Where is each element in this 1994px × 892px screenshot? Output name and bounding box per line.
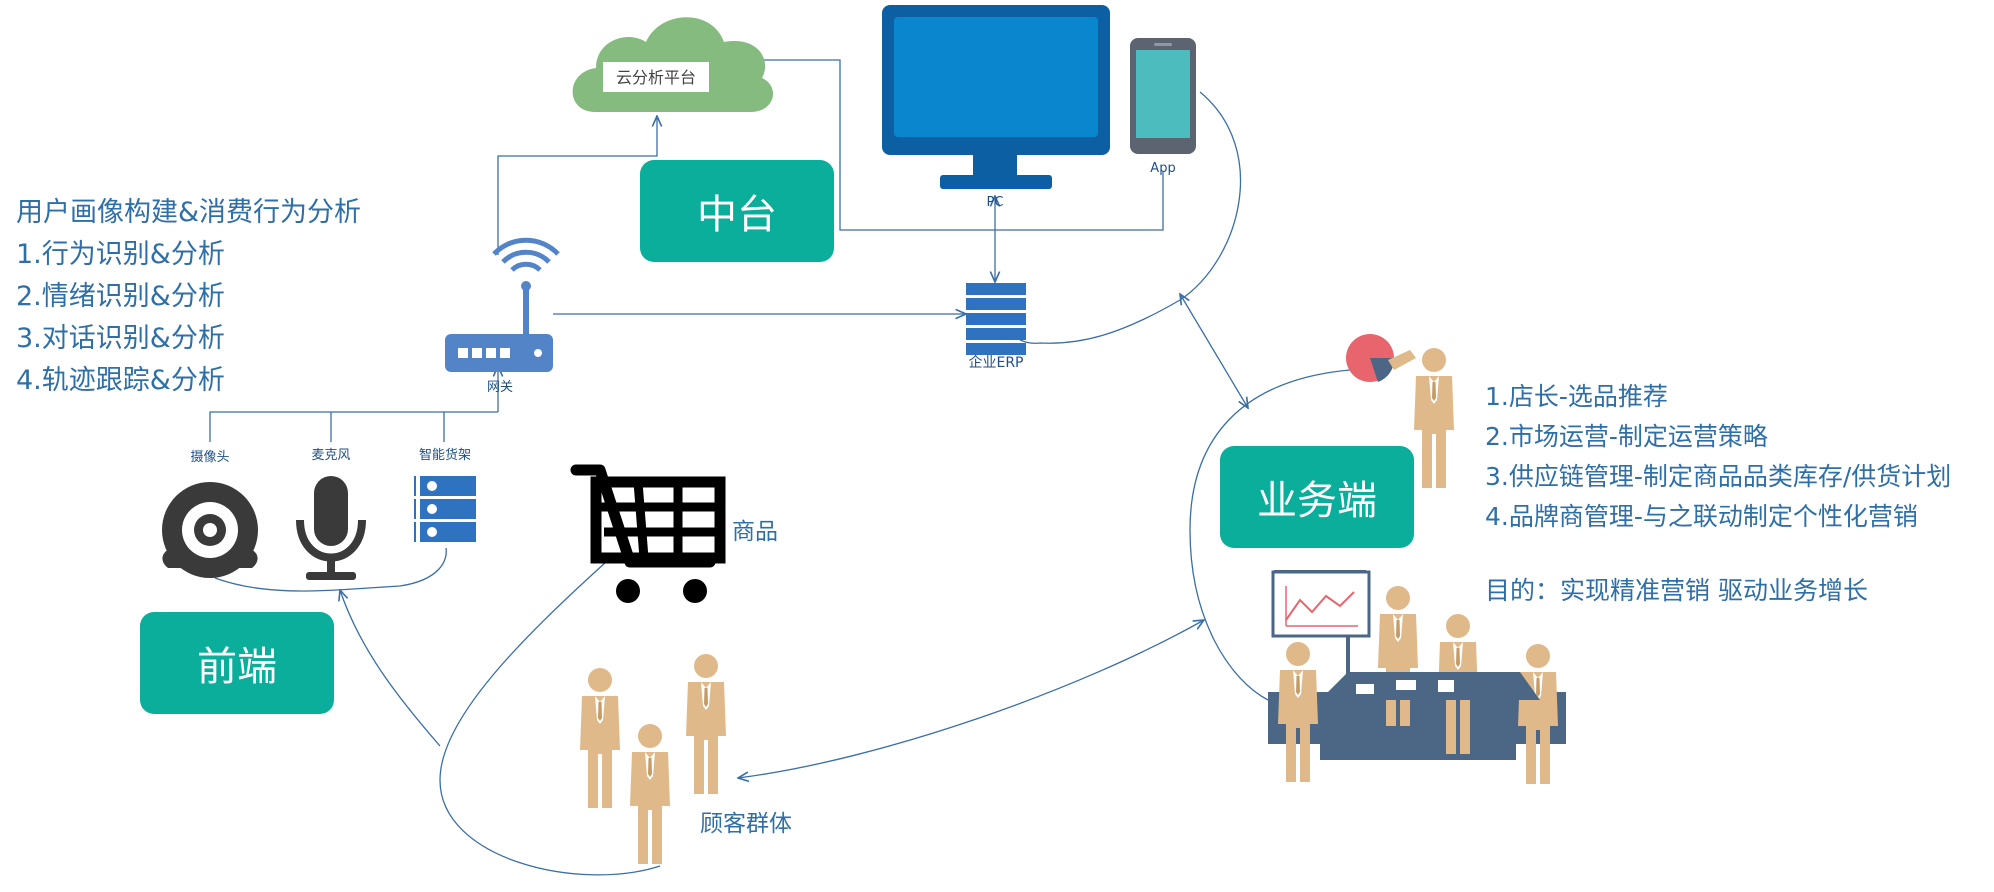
analysis-item: 2.情绪识别&分析 [16, 281, 225, 312]
meeting-scene [1268, 570, 1566, 784]
camera-icon [162, 482, 258, 578]
goods-label: 商品 [732, 519, 778, 545]
shelf-label: 智能货架 [418, 448, 471, 463]
microphone-icon [296, 476, 366, 580]
line-customers-front [340, 590, 441, 747]
microphone-label: 麦克风 [311, 448, 351, 463]
qianduan-label: 前端 [197, 644, 277, 690]
analysis-item: 3.对话识别&分析 [16, 323, 225, 354]
pc-monitor-icon [882, 5, 1110, 189]
business-item: 1.店长-选品推荐 [1485, 382, 1668, 411]
analysis-item: 1.行为识别&分析 [16, 239, 225, 270]
line-device-bus [209, 411, 444, 442]
app-label: App [1150, 161, 1176, 176]
business-list: 1.店长-选品推荐 2.市场运营-制定运营策略 3.供应链管理-制定商品品类库存… [1485, 377, 1951, 537]
line-gateway-cloud [497, 116, 657, 255]
yewuduan-label: 业务端 [1257, 478, 1377, 524]
business-item: 4.品牌商管理-与之联动制定个性化营销 [1485, 502, 1918, 531]
business-item: 3.供应链管理-制定商品品类库存/供货计划 [1485, 462, 1952, 491]
qianduan-box: 前端 [140, 612, 334, 714]
shopping-cart-icon [570, 464, 726, 603]
gateway-label: 网关 [486, 380, 513, 395]
zhongtai-label: 中台 [697, 192, 777, 238]
analysis-list: 用户画像构建&消费行为分析 1.行为识别&分析 2.情绪识别&分析 3.对话识别… [16, 192, 361, 402]
line-devices-curve [214, 547, 447, 592]
erp-server-icon [966, 283, 1026, 355]
phone-icon [1130, 38, 1196, 154]
line-erp-business [1180, 294, 1248, 408]
customers-label: 顾客群体 [700, 811, 792, 837]
manager-figure [1346, 334, 1454, 488]
line-app-cloud [745, 60, 1164, 231]
analysis-title: 用户画像构建&消费行为分析 [16, 197, 362, 228]
smart-shelf-icon [414, 476, 476, 542]
cloud-icon [572, 17, 774, 112]
line-customers-business [738, 620, 1204, 778]
camera-label: 摄像头 [190, 450, 230, 465]
business-item: 2.市场运营-制定运营策略 [1485, 422, 1768, 451]
erp-label: 企业ERP [968, 355, 1024, 371]
line-business-loop [1189, 369, 1351, 701]
analysis-item: 4.轨迹跟踪&分析 [16, 365, 225, 396]
cloud-label: 云分析平台 [615, 68, 696, 87]
line-goods-customers [439, 561, 661, 876]
line-app-erp-curve [1019, 91, 1242, 344]
yewuduan-box: 业务端 [1220, 446, 1414, 548]
business-goal: 目的：实现精准营销 驱动业务增长 [1485, 576, 1868, 605]
pc-label: PC [986, 195, 1004, 210]
zhongtai-box: 中台 [640, 160, 834, 262]
gateway-router-icon [445, 237, 560, 372]
